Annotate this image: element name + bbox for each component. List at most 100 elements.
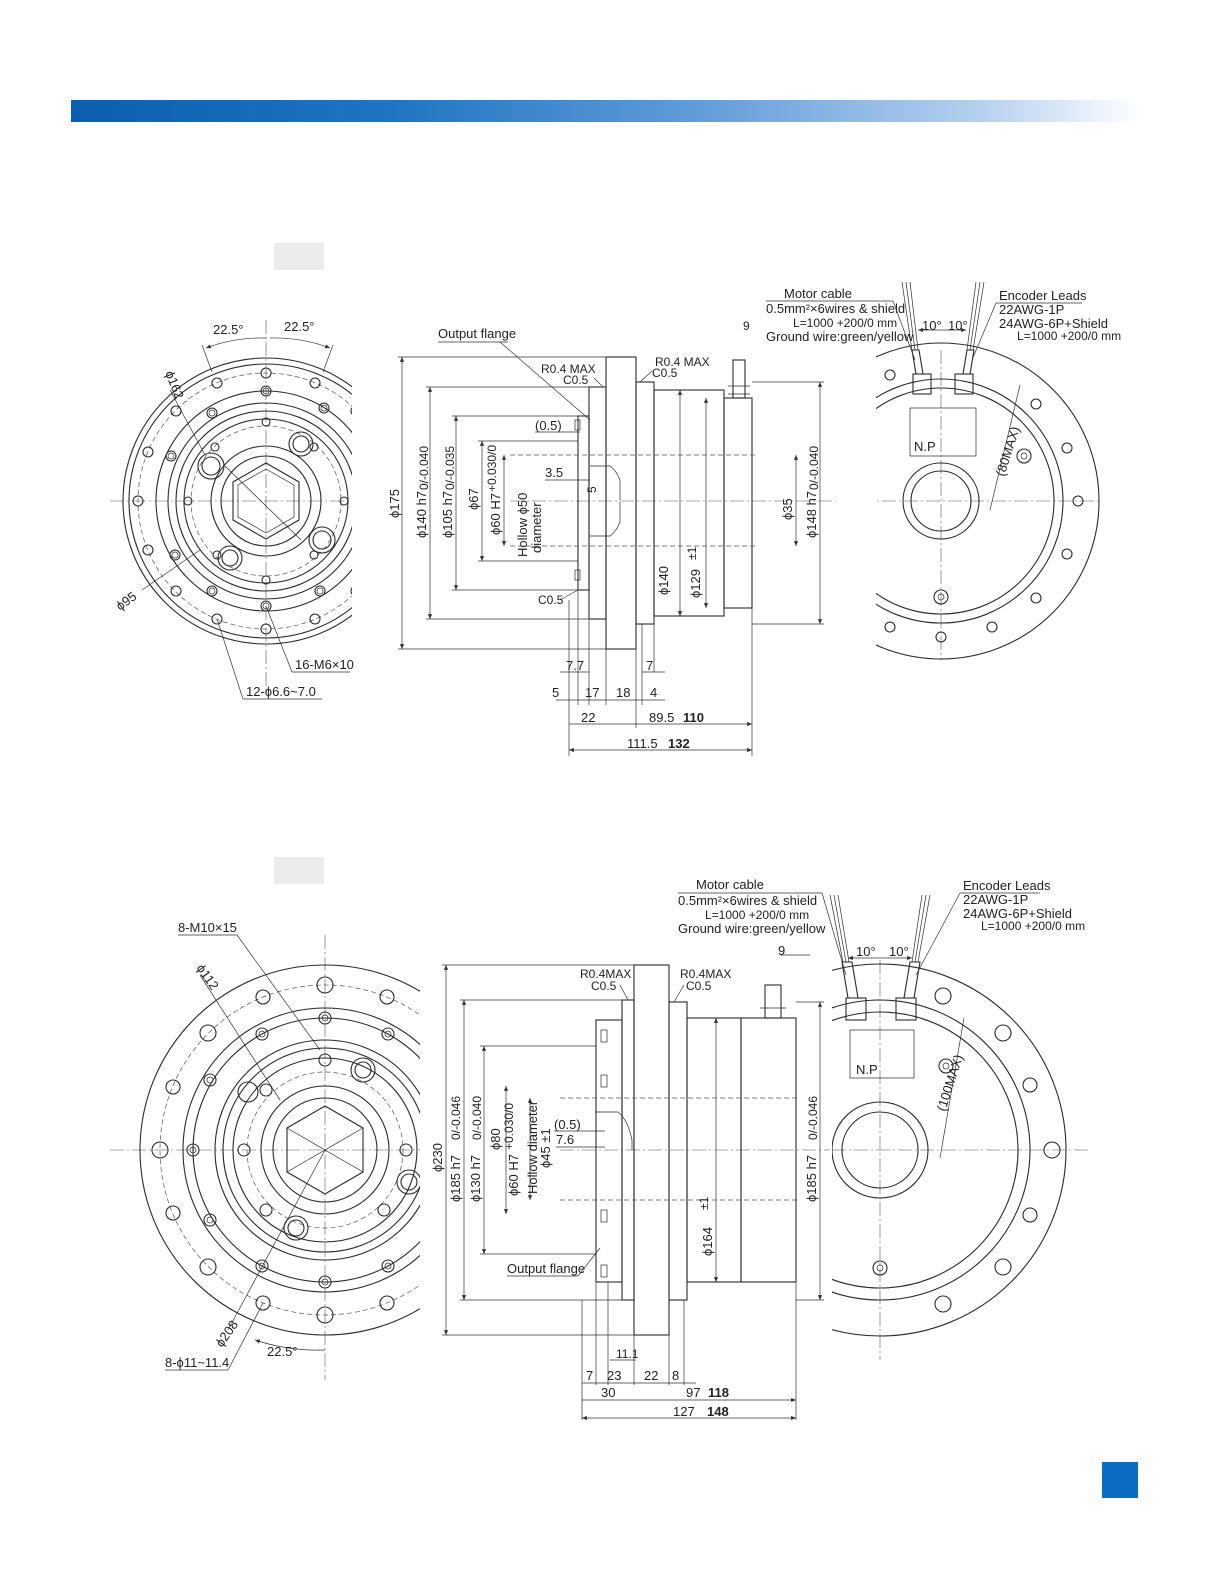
motor-wires-2: 0.5mm²×6wires & shield <box>678 893 817 908</box>
diameter-164: ϕ164 <box>700 1227 715 1256</box>
bottom-dim-7-2: 7 <box>586 1368 593 1383</box>
tapped-holes-2 <box>186 1011 413 1289</box>
hollow-diameter-value-2: ϕ45 ±1 <box>538 1128 553 1168</box>
diameter-105-h7: ϕ105 h7 <box>440 491 455 538</box>
hollow-diameter-2: Hollow diameter <box>525 1100 540 1194</box>
nameplate-1: N.P <box>914 439 936 454</box>
encoder-22awg-2: 22AWG-1P <box>963 892 1028 907</box>
c05-right-1: C0.5 <box>652 366 678 380</box>
tolerance-60-2: +0.030/0 <box>502 1103 516 1150</box>
rear-view-1-cables <box>901 281 1021 511</box>
tolerance-129: ±1 <box>685 546 699 560</box>
rear-view-1-labels: Motor cable 0.5mm²×6wires & shield L=100… <box>766 286 1121 478</box>
page-number-box <box>1102 1462 1138 1498</box>
output-flange-label-2: Output flange <box>507 1261 585 1276</box>
encoder-24awg-2: 24AWG-6P+Shield <box>963 906 1072 921</box>
tolerance-140: 0/-0.040 <box>417 446 431 490</box>
r04-left-2: R0.4MAX <box>580 967 631 981</box>
bottom-dim-89-5: 89.5 <box>649 710 674 725</box>
bottom-dim-110: 110 <box>683 710 704 725</box>
tolerance-185-left: 0/-0.046 <box>449 1096 463 1140</box>
tolerance-148: 0/-0.040 <box>807 446 821 490</box>
encoder-leads-label-2: Encoder Leads <box>963 878 1051 893</box>
motor-length-2: L=1000 +200/0 mm <box>705 908 809 922</box>
output-flange-label-1: Output flange <box>438 326 516 341</box>
diameter-140-h7: ϕ140 h7 <box>414 491 429 538</box>
motor-wires-1: 0.5mm²×6wires & shield <box>766 301 905 316</box>
angle-22-5-2: 22.5° <box>267 1344 298 1359</box>
bottom-dim-22-2: 22 <box>644 1368 658 1383</box>
bottom-dim-5: 5 <box>552 685 559 700</box>
tapped-hole-spec: 16-M6×10 <box>295 657 354 672</box>
diameter-35: ϕ35 <box>780 498 795 520</box>
bottom-dim-127: 127 <box>673 1404 695 1419</box>
drawing-2-label-box <box>274 857 324 884</box>
top-dim-1: 9 <box>743 319 750 333</box>
rear-view-1 <box>876 342 1100 660</box>
bottom-dim-118: 118 <box>708 1385 729 1400</box>
dim-0-5-1: (0.5) <box>535 418 562 433</box>
bottom-dim-7-7: 7.7 <box>566 658 584 673</box>
tapped-hole-spec-2: 8-M10×15 <box>178 920 237 935</box>
diameter-130-h7: ϕ130 h7 <box>468 1155 483 1202</box>
motor-length-1: L=1000 +200/0 mm <box>793 316 897 330</box>
encoder-24awg-1: 24AWG-6P+Shield <box>999 316 1108 331</box>
bottom-dim-97: 97 <box>686 1385 700 1400</box>
ground-wire-2: Ground wire:green/yellow <box>678 921 826 936</box>
dim-0-5-2: (0.5) <box>554 1117 581 1132</box>
r04-right-2: R0.4MAX <box>680 967 731 981</box>
motor-cable-label-2: Motor cable <box>696 877 764 892</box>
c05-left-1: C0.5 <box>563 373 589 387</box>
side-view-2: R0.4MAX C0.5 R0.4MAX C0.5 9 ϕ230 ϕ185 h7… <box>430 943 830 1421</box>
r04-left-1: R0.4 MAX <box>541 362 596 376</box>
encoder-length-1: L=1000 +200/0 mm <box>1017 329 1121 343</box>
diameter-129: ϕ129 <box>688 569 703 598</box>
rear-view-2-labels: Motor cable 0.5mm²×6wires & shield L=100… <box>678 877 1085 1113</box>
outer-bolt-holes-2 <box>151 976 395 1324</box>
bottom-dim-4: 4 <box>650 685 657 700</box>
side-view-1: Output flange R0.4 MAX C0.5 R0.4 MAX C0.… <box>387 319 836 756</box>
diameter-148-h7: ϕ148 h7 <box>804 491 819 538</box>
diameter-185-h7-right: ϕ185 h7 <box>804 1155 819 1202</box>
header-bar <box>71 100 1141 122</box>
diameter-230: ϕ230 <box>430 1143 445 1172</box>
angle-22-5-right: 22.5° <box>284 319 315 334</box>
tolerance-105: 0/-0.035 <box>443 446 457 490</box>
tolerance-130: 0/-0.040 <box>470 1096 484 1140</box>
bottom-dim-11-1: 11.1 <box>616 1347 639 1361</box>
c05-low-1: C0.5 <box>538 593 564 607</box>
rear-view-2-cables <box>829 894 965 1159</box>
nameplate-2: N.P <box>856 1062 878 1077</box>
bottom-dim-23: 23 <box>607 1368 621 1383</box>
diameter-95: ϕ95 <box>113 589 139 614</box>
dim-5-vertical-1: 5 <box>585 486 599 493</box>
r04-right-1: R0.4 MAX <box>655 355 710 369</box>
dim-3-5-1: 3.5 <box>545 465 563 480</box>
max-length-100: (100MAX) <box>934 1053 966 1113</box>
bottom-dim-7: 7 <box>646 658 653 673</box>
diameter-80: ϕ80 <box>488 1128 503 1150</box>
top-dim-2: 9 <box>778 943 785 958</box>
ground-wire-1: Ground wire:green/yellow <box>766 329 914 344</box>
diameter-162: ϕ162 <box>162 369 187 401</box>
diameter-185-h7-left: ϕ185 h7 <box>448 1155 463 1202</box>
tolerance-185-right: 0/-0.046 <box>806 1096 820 1140</box>
angle-10-left-2: 10° <box>856 944 876 959</box>
diameter-140-body: ϕ140 <box>656 566 671 595</box>
angle-10-right-2: 10° <box>889 944 909 959</box>
diameter-67: ϕ67 <box>466 488 481 510</box>
c05-left-2: C0.5 <box>591 979 617 993</box>
bottom-dim-17: 17 <box>585 685 599 700</box>
dim-7-6: 7.6 <box>556 1132 574 1147</box>
diameter-208: ϕ208 <box>212 1317 241 1349</box>
bottom-dim-22: 22 <box>581 710 595 725</box>
encoder-length-2: L=1000 +200/0 mm <box>981 919 1085 933</box>
bottom-dim-148: 148 <box>707 1404 729 1419</box>
diameter-60-h7: ϕ60 H7 <box>488 493 503 535</box>
bottom-dim-30: 30 <box>601 1385 615 1400</box>
through-hole-spec: 12-ϕ6.6~7.0 <box>246 684 316 699</box>
tolerance-164: ±1 <box>697 1196 711 1210</box>
encoder-leads-label-1: Encoder Leads <box>999 288 1087 303</box>
diameter-112: ϕ112 <box>194 961 222 993</box>
